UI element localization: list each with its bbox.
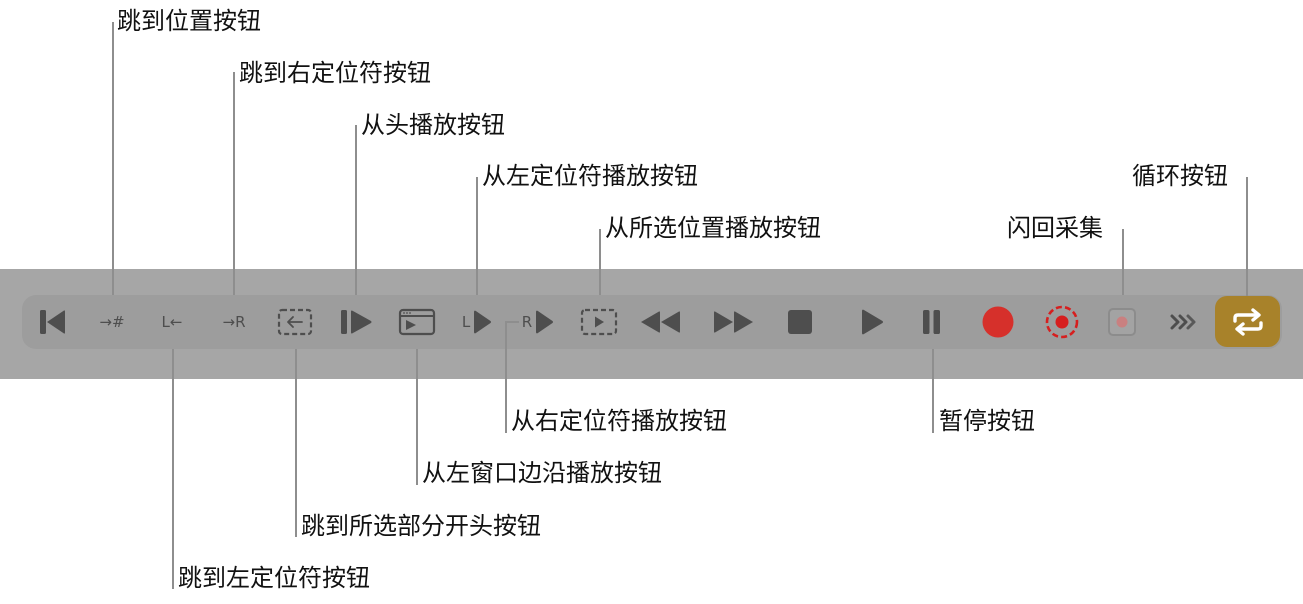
R-play-label: R [521,313,533,331]
arrow-to-hash-icon: →# [99,313,125,331]
stop-button[interactable] [778,301,822,343]
cycle-button[interactable] [1215,296,1280,347]
label-cycle: 循环按钮 [1132,162,1228,190]
pause-button[interactable] [910,301,954,343]
rewind-button[interactable] [639,301,683,343]
label-go-to-left-locator: 跳到左定位符按钮 [178,564,370,592]
skip-to-start-icon [40,310,65,334]
callout-line-play-from-start [355,125,357,295]
capture-recording-button[interactable] [1100,301,1144,343]
callout-line-go-to-right-locator [233,72,235,295]
L-play-label: L [461,313,471,331]
dashed-box-left-arrow-icon [277,308,313,336]
label-play-from-selection: 从所选位置播放按钮 [605,214,821,242]
right-locator-icon: →R [222,313,246,331]
label-play-from-left-locator: 从左定位符播放按钮 [482,162,698,190]
dashed-record-icon [1045,305,1079,339]
more-controls-button[interactable] [1161,301,1205,343]
fast-forward-button[interactable] [711,301,755,343]
go-to-left-locator-button[interactable]: L← [150,301,194,343]
label-go-to-selection-start: 跳到所选部分开头按钮 [301,512,541,540]
go-to-position-button[interactable]: →# [90,301,134,343]
go-to-selection-start-button[interactable] [273,301,317,343]
bar-play-icon [341,310,372,334]
fast-forward-icon [714,311,753,333]
label-pause: 暂停按钮 [939,407,1035,435]
callout-line-cycle [1246,177,1248,297]
replace-record-button[interactable] [1040,301,1084,343]
play-from-selection-button[interactable] [577,301,621,343]
callout-line-go-to-position [112,22,114,295]
callout-hline-play-from-right-locator [505,321,519,323]
label-go-to-position: 跳到位置按钮 [117,7,261,35]
go-to-right-locator-button[interactable]: →R [212,301,256,343]
record-icon [982,306,1014,338]
rewind-icon [641,311,680,333]
play-from-left-window-edge-button[interactable] [395,301,439,343]
play-button[interactable] [850,301,894,343]
callout-line-go-to-left-locator [172,349,174,589]
label-play-from-left-window-edge: 从左窗口边沿播放按钮 [422,459,662,487]
play-from-start-button[interactable] [334,301,378,343]
callout-line-play-from-left-window-edge [416,349,418,485]
loop-arrows-icon [1232,307,1263,336]
callout-line-play-from-selection [599,229,601,295]
play-icon [862,309,883,335]
callout-line-pause [932,349,934,433]
capture-record-icon [1108,308,1136,336]
label-go-to-right-locator: 跳到右定位符按钮 [239,59,431,87]
window-play-icon [398,308,436,336]
go-to-beginning-button[interactable] [30,301,74,343]
label-capture-recording: 闪回采集 [1007,214,1103,242]
play-from-right-locator-button[interactable]: R [516,301,560,343]
callout-line-go-to-selection-start [295,349,297,537]
callout-line-play-from-right-locator [505,322,507,433]
R-play-icon [536,310,554,334]
callout-line-capture-recording [1122,229,1124,295]
L-play-icon [474,310,492,334]
label-play-from-start: 从头播放按钮 [361,111,505,139]
play-from-left-locator-button[interactable]: L [455,301,499,343]
record-button[interactable] [976,301,1020,343]
chevrons-right-icon [1170,314,1196,330]
stop-icon [788,310,812,334]
dashed-box-play-icon [580,308,618,336]
pause-icon [923,310,940,334]
left-locator-icon: L← [161,313,183,331]
callout-line-play-from-left-locator [476,177,478,295]
label-play-from-right-locator: 从右定位符播放按钮 [511,407,727,435]
